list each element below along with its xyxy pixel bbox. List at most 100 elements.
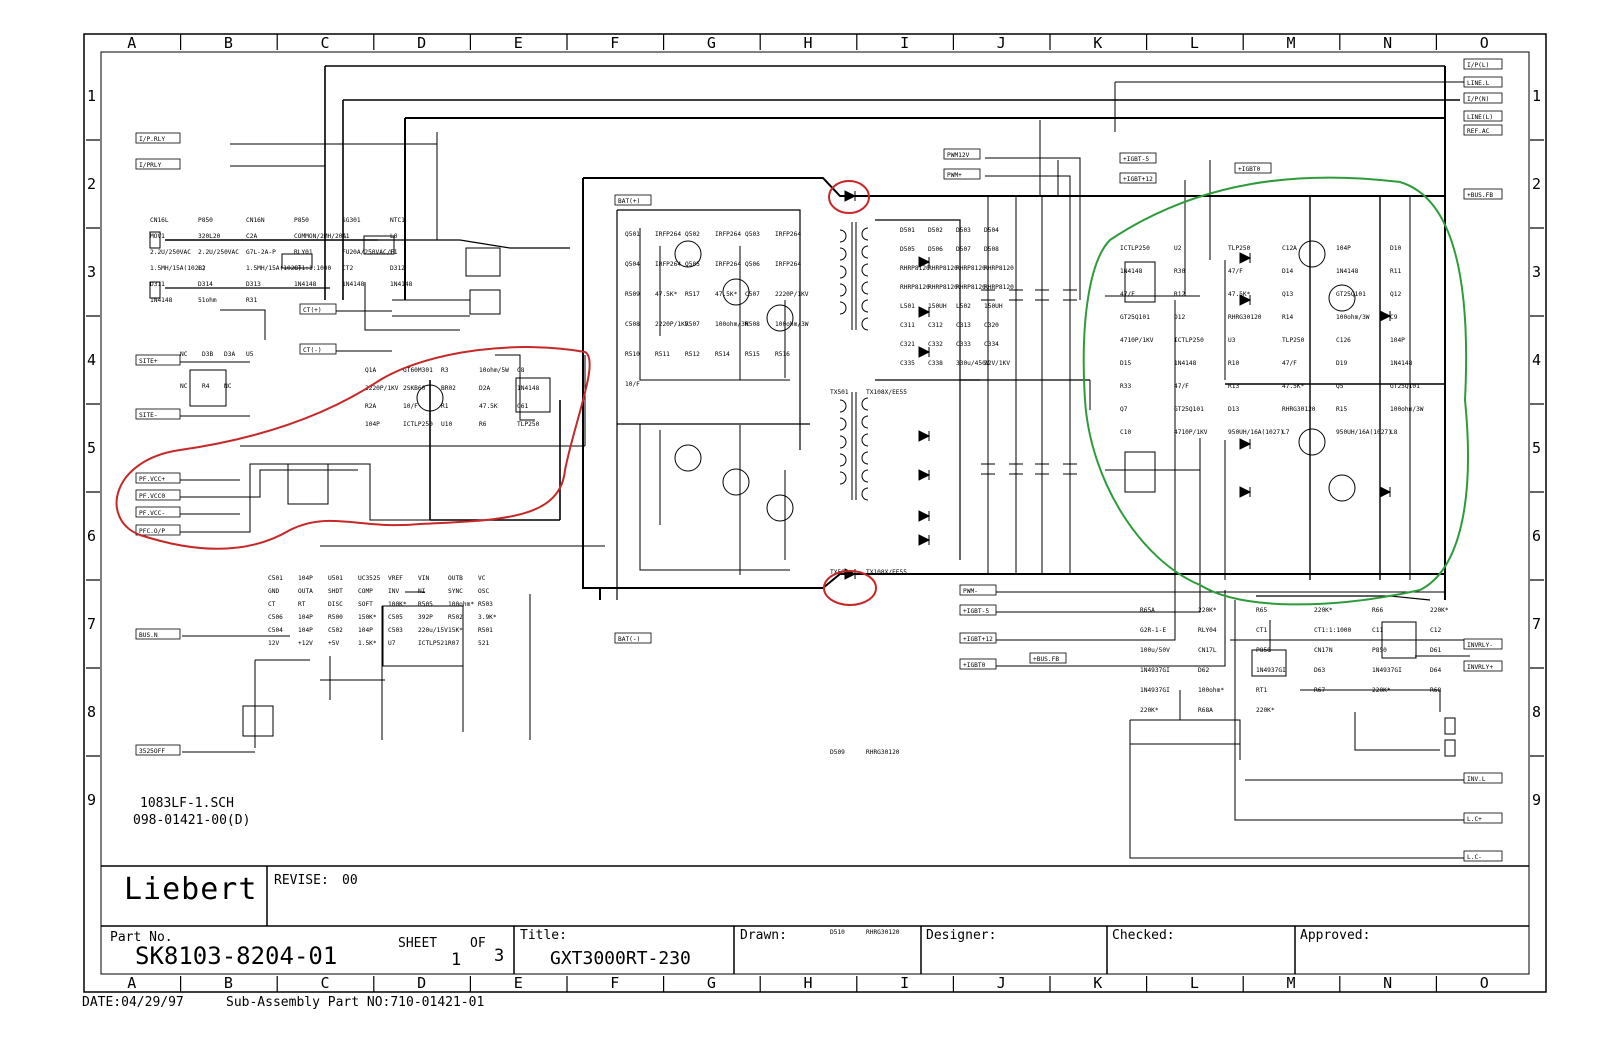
port-right-4 [1463, 124, 1503, 136]
port-right-1 [1463, 76, 1503, 88]
rectifier-label: D501 [900, 227, 915, 234]
inverter-label: IRFP264 [715, 261, 741, 268]
winding [861, 469, 869, 483]
input-stage-label: D311 [150, 281, 165, 288]
port-mid-3 [1119, 172, 1157, 184]
inverter-label: 47.5K* [655, 291, 678, 298]
output-stage-label: 220K* [1430, 607, 1449, 614]
zone-col-E-bottom: E [513, 974, 523, 992]
zone-col-D: D [417, 34, 427, 52]
rectifier-label: D504 [984, 227, 999, 234]
rectifier-label: C335 [900, 360, 915, 367]
output-stage-label: R65 [1256, 607, 1267, 614]
input-stage-label: R31 [246, 297, 257, 304]
input-stage-label: 51ohm [198, 297, 217, 304]
winding [861, 487, 869, 501]
port-right-8-text: INV.L [1467, 776, 1486, 783]
inverter-label: R517 [685, 291, 700, 298]
port-left-5 [135, 489, 181, 501]
diode [918, 256, 931, 268]
zone-col-M: M [1286, 34, 1296, 52]
port-right-6 [1463, 638, 1503, 650]
port-right-10 [1463, 850, 1503, 862]
port-left-4-text: PF.VCC+ [139, 476, 165, 483]
zone-row-7-right: 7 [1532, 615, 1542, 633]
pfc-stage-label: 104P [365, 421, 380, 428]
input-stage-label: 1N4148 [150, 297, 173, 304]
rectifier-label: C333 [956, 341, 971, 348]
pwm-controller-label: +5V [328, 640, 339, 647]
pwm-controller-label: C506 [268, 614, 283, 621]
wire [1129, 764, 1470, 859]
winding [839, 435, 847, 449]
zone-col-H: H [803, 34, 813, 52]
wire [1300, 689, 1441, 712]
port-mid-10 [959, 658, 997, 670]
igbt-stage-label: C10 [1120, 429, 1131, 436]
zone-row-3: 3 [87, 263, 97, 281]
rectifier-label: C332 [928, 341, 943, 348]
input-stage-label: G7L-2A-P [246, 249, 276, 256]
output-stage-label: 1N4937GI [1140, 687, 1170, 694]
input-stage-label: D312 [390, 265, 405, 272]
drawing-title: GXT3000RT-230 [550, 948, 691, 969]
diode [1379, 310, 1392, 322]
port-left-6 [135, 506, 181, 518]
igbt-stage-label: U2 [1174, 245, 1182, 252]
rectifier-label: RHRP8120 [956, 265, 986, 272]
diode [918, 534, 931, 546]
pfc-stage-label: D2A [479, 385, 490, 392]
pwm-controller-label: SHDT [328, 588, 343, 595]
wire [1354, 712, 1440, 751]
port-left-7-text: PFC.O/P [139, 528, 165, 535]
pwm-controller-label: 104P [298, 575, 313, 582]
zone-row-5-right: 5 [1532, 439, 1542, 457]
diode [1379, 486, 1392, 498]
zone-col-J: J [996, 34, 1006, 52]
winding [861, 433, 869, 447]
rectifier-label: 150UH [984, 303, 1003, 310]
pwm-controller-label: DISC [328, 601, 343, 608]
pwm-controller-label: CT [268, 601, 276, 608]
output-stage-label: R66 [1372, 607, 1383, 614]
wire [220, 309, 266, 340]
pwm-controller-label: OUTA [298, 588, 313, 595]
pwm-controller-label: 12V [268, 640, 279, 647]
relay-rly01 [363, 235, 395, 255]
igbt-stage-label: Q12 [1390, 291, 1401, 298]
output-stage-label: D63 [1314, 667, 1325, 674]
winding [861, 263, 869, 277]
input-stage-label: FU20A/250VAC/F [342, 249, 394, 256]
igbt-stage-label: TLP250 [1282, 337, 1305, 344]
transistor-body [722, 468, 750, 496]
zone-col-A-bottom: A [127, 974, 137, 992]
output-stage-label: 220K* [1140, 707, 1159, 714]
approved-label: Approved: [1300, 928, 1371, 943]
zone-row-7: 7 [87, 615, 97, 633]
site-detect-label: NC [224, 383, 232, 390]
site-detect-label: R4 [202, 383, 210, 390]
igbt-stage-label: 100ohm/3W [1336, 314, 1370, 321]
port-left-5-text: PF.VCC0 [139, 493, 165, 500]
winding [839, 265, 847, 279]
port-right-10-text: L.C- [1467, 854, 1482, 861]
controller-u501 [382, 605, 464, 667]
wire [985, 300, 1176, 641]
zone-col-D-bottom: D [417, 974, 427, 992]
winding [861, 317, 869, 331]
pwm-controller-label: GND [268, 588, 279, 595]
port-left-1-text: I/PRLY [139, 162, 162, 169]
output-stage-label: G2R-1-E [1140, 627, 1166, 634]
pwm-controller-label: COMP [358, 588, 373, 595]
transistor-body [722, 278, 750, 306]
zone-row-5: 5 [87, 439, 97, 457]
wire [639, 424, 790, 571]
diode [918, 346, 931, 358]
input-stage-label: L0 [390, 233, 398, 240]
wire [985, 590, 1226, 667]
port-left-2-text: SITE+ [139, 358, 158, 365]
port-right-2 [1463, 92, 1503, 104]
igbt-stage-label: D14 [1282, 268, 1293, 275]
wire [1234, 600, 1470, 821]
diode [918, 469, 931, 481]
